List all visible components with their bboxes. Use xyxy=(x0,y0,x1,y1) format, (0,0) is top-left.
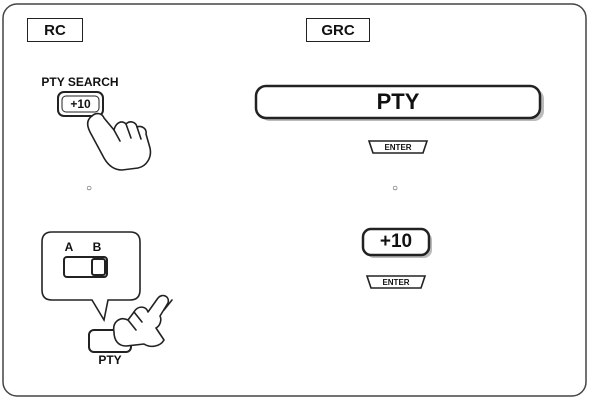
grc-enter-label-1: ENTER xyxy=(369,141,427,153)
switch-label-a: A xyxy=(62,240,76,254)
switch-label-b: B xyxy=(90,240,104,254)
hand-pointer-icon xyxy=(88,114,151,170)
grc-plus10-label: +10 xyxy=(363,229,429,255)
rc-section-label: RC xyxy=(27,18,83,42)
pty-search-label: PTY SEARCH xyxy=(22,74,138,90)
grc-enter-label-2: ENTER xyxy=(367,276,425,288)
rc-or-mark: ○ xyxy=(82,181,96,195)
hand-press-icon xyxy=(114,296,172,347)
ab-switch-knob xyxy=(92,259,105,275)
pty-key-label: PTY xyxy=(90,353,130,367)
grc-pty-display-label: PTY xyxy=(256,86,540,118)
rc-plus10-key-label: +10 xyxy=(58,92,103,116)
grc-or-mark: ○ xyxy=(388,181,402,195)
grc-section-label: GRC xyxy=(306,18,370,42)
